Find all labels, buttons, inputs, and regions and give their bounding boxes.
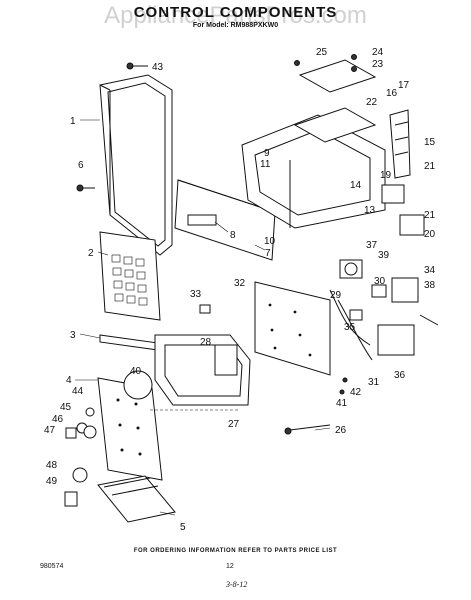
callout-41: 41 (336, 398, 348, 409)
callout-47: 47 (44, 425, 56, 436)
callout-4: 4 (66, 375, 72, 386)
callout-32: 32 (234, 278, 246, 289)
leader-lines (75, 119, 331, 516)
part-26-thermistor (284, 424, 331, 435)
callout-38: 38 (424, 280, 436, 291)
callout-46: 46 (52, 414, 64, 425)
callout-43: 43 (152, 62, 164, 73)
callout-19: 19 (380, 170, 392, 181)
ordering-note: FOR ORDERING INFORMATION REFER TO PARTS … (133, 548, 338, 554)
callout-16: 16 (386, 88, 398, 99)
callout-25: 25 (316, 47, 328, 58)
callout-21a: 21 (424, 161, 436, 172)
callout-30: 30 (374, 276, 386, 287)
document-number: 980574 (40, 563, 64, 570)
parts-30-35-switches (349, 284, 387, 321)
callout-26: 26 (335, 425, 347, 436)
callout-36: 36 (394, 370, 406, 381)
callout-35: 35 (344, 322, 356, 333)
part-15-bracket (389, 109, 411, 179)
callout-48: 48 (46, 460, 58, 471)
watermark-text: AppliancePartsPros.com (104, 2, 367, 29)
callout-20: 20 (424, 229, 436, 240)
part-7-circuit-board (174, 179, 276, 261)
part-5-base-strip (97, 475, 176, 523)
part-43-screw (126, 62, 148, 70)
part-6-screw (76, 184, 95, 192)
callout-45: 45 (60, 402, 72, 413)
part-34-component (391, 277, 419, 303)
callout-10: 10 (264, 236, 276, 247)
date-mark: 3-8-12 (226, 580, 248, 589)
part-20-relay (399, 214, 425, 236)
callout-28: 28 (200, 337, 212, 348)
part-38-fuse (419, 314, 439, 326)
callout-24: 24 (372, 47, 384, 58)
callout-21b: 21 (424, 210, 436, 221)
model-number: For Model: RM988PXKW0 (192, 22, 279, 29)
callout-22: 22 (366, 97, 378, 108)
parts-41-42-screws (339, 377, 348, 395)
part-13-main-bracket (241, 114, 386, 229)
part-2-keypad (99, 231, 161, 321)
callout-29: 29 (330, 290, 342, 301)
part-36-transformer (377, 324, 415, 356)
callout-8: 8 (230, 230, 236, 241)
callout-37: 37 (366, 240, 378, 251)
diagram-title: CONTROL COMPONENTS (133, 4, 338, 21)
callout-49: 49 (46, 476, 58, 487)
callout-13: 13 (364, 205, 376, 216)
callout-3: 3 (70, 330, 76, 341)
part-37-fan (339, 259, 363, 279)
callout-42: 42 (350, 387, 362, 398)
part-27-control-housing (123, 334, 251, 411)
callout-34: 34 (424, 265, 436, 276)
callout-11: 11 (260, 159, 271, 170)
part-22-cover (293, 107, 377, 143)
callout-39: 39 (378, 250, 390, 261)
parts-44-49-knobs (64, 407, 97, 507)
callout-44: 44 (72, 386, 84, 397)
callout-9: 9 (264, 148, 270, 159)
part-1-trim-panel (99, 74, 173, 256)
callout-31: 31 (368, 377, 380, 388)
callout-23: 23 (372, 59, 384, 70)
callout-33: 33 (190, 289, 202, 300)
part-19-relay (381, 184, 405, 204)
callout-40: 40 (130, 366, 142, 377)
callout-5: 5 (180, 522, 186, 533)
callout-2: 2 (88, 248, 94, 259)
wiring-harness (329, 289, 373, 361)
callout-14: 14 (350, 180, 362, 191)
page-number: 12 (226, 563, 234, 570)
callout-27: 27 (228, 419, 240, 430)
callout-17: 17 (398, 80, 410, 91)
part-33-connector (199, 304, 211, 314)
callout-1: 1 (70, 116, 76, 127)
callout-6: 6 (78, 160, 84, 171)
parts-24-25-screws (294, 54, 357, 72)
part-32-rear-panel (254, 281, 331, 376)
callout-7: 7 (265, 248, 271, 259)
callout-15: 15 (424, 137, 436, 148)
